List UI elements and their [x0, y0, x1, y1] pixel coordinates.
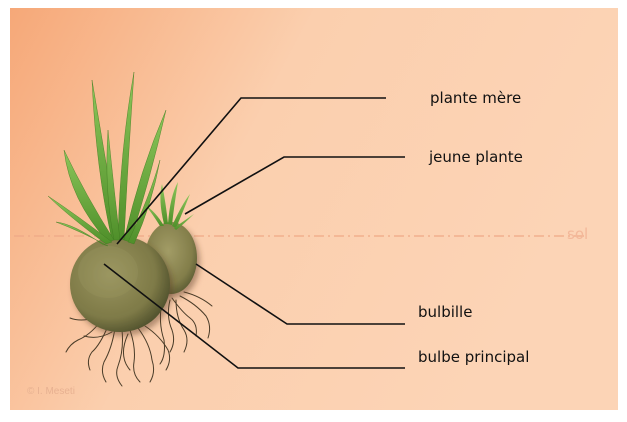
- bulbe-principal-shape: [70, 236, 170, 332]
- credit-watermark: © I. Meseti: [27, 386, 75, 397]
- label-plante-mere: plante mère: [430, 89, 521, 107]
- label-sol: sol: [567, 225, 588, 243]
- label-bulbe-principal: bulbe principal: [418, 348, 529, 366]
- label-jeune-plante: jeune plante: [429, 148, 523, 166]
- label-bulbille: bulbille: [418, 303, 472, 321]
